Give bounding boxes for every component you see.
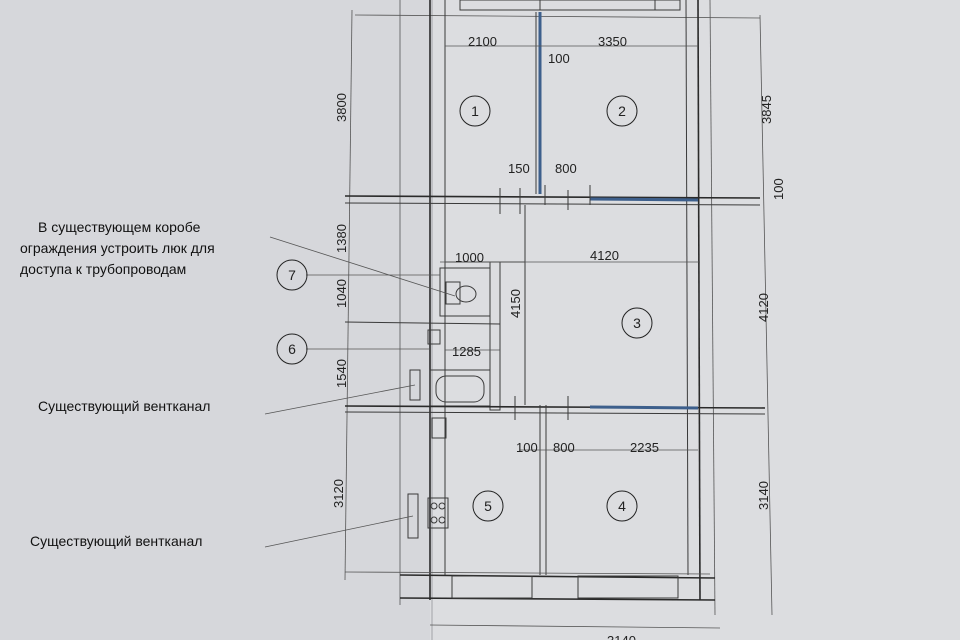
- note-hatch-line-3: доступа к трубопроводам: [20, 261, 186, 277]
- dim-left-6: 1540: [334, 359, 349, 388]
- dim-bath-height: 4150: [508, 289, 523, 318]
- burner-2: [438, 502, 446, 510]
- wall-horizontal-1: [344, 195, 761, 199]
- dim-left-5: 3120: [331, 479, 346, 508]
- window-top: [459, 0, 681, 11]
- leader-vent1: [264, 384, 416, 415]
- room-marker-5: 5: [472, 490, 504, 522]
- dim-partition-top: 100: [548, 51, 570, 66]
- room-marker-3: 3: [621, 307, 653, 339]
- ext-line-right: [759, 14, 773, 616]
- dim-right-4: 3140: [756, 481, 771, 510]
- vent-shaft-kitchen: [407, 493, 419, 539]
- dim-right-3: 4120: [756, 293, 771, 322]
- toilet-bowl: [455, 285, 477, 303]
- dim-left-2: 1380: [334, 224, 349, 253]
- dim-bath-width: 1000: [455, 250, 484, 265]
- room-number-5: 5: [484, 498, 492, 514]
- window-room4: [577, 575, 679, 599]
- note-hatch: В существующем коробе ограждения устроит…: [20, 219, 219, 277]
- note-vent-2: Существующий вентканал: [30, 533, 202, 549]
- window-kitchen: [451, 575, 533, 599]
- note-hatch-line-1: В существующем коробе: [38, 219, 201, 235]
- vent-shaft-bath: [409, 369, 421, 401]
- room-marker-1: 1: [459, 95, 491, 127]
- ext-line-bottom: [344, 571, 711, 575]
- burner-4: [438, 516, 446, 524]
- dim-left-1: 3800: [334, 93, 349, 122]
- sink-6: [427, 329, 441, 345]
- burner-1: [430, 502, 438, 510]
- burner-3: [430, 516, 438, 524]
- dim-left-7: 1040: [334, 279, 349, 308]
- dim-right-offset: 100: [771, 178, 786, 200]
- dim-door-a-wall: 150: [508, 161, 530, 176]
- room-number-3: 3: [633, 315, 641, 331]
- dim-room4-width: 2235: [630, 440, 659, 455]
- room-number-2: 2: [618, 103, 626, 119]
- wall-right-inner: [685, 0, 689, 576]
- kitchen-sink: [431, 417, 447, 439]
- wall-horizontal-2b: [344, 411, 766, 415]
- dim-room3-width: 4120: [590, 248, 619, 263]
- dim-top-left: 2100: [468, 34, 497, 49]
- wall-6-7: [344, 321, 501, 325]
- dim-line-bottom: [429, 624, 721, 629]
- partition-room2-bottom: [589, 197, 699, 202]
- room-number-4: 4: [618, 498, 626, 514]
- leader-hatch: [269, 236, 456, 297]
- paper-right-half: [430, 0, 960, 640]
- ext-line-top: [354, 14, 761, 19]
- wall-right-outer: [697, 0, 701, 601]
- dim-door-b-wall: 100: [516, 440, 538, 455]
- room-marker-7: 7: [276, 259, 308, 291]
- partition-room4-top: [589, 405, 699, 410]
- room-number-6: 6: [288, 341, 296, 357]
- room-marker-4: 4: [606, 490, 638, 522]
- ext-line-right-2: [709, 0, 716, 616]
- room-marker-2: 2: [606, 95, 638, 127]
- note-hatch-line-2: ограждения устроить люк для: [20, 240, 215, 256]
- bathtub-inner: [435, 375, 485, 403]
- dim-door-b-width: 800: [553, 440, 575, 455]
- stove: [427, 497, 449, 529]
- note-vent-1: Существующий вентканал: [38, 398, 210, 414]
- dim-toilet-width: 1285: [452, 344, 481, 359]
- leader-vent2: [264, 515, 414, 548]
- dim-door-a-width: 800: [555, 161, 577, 176]
- room-marker-6: 6: [276, 333, 308, 365]
- dim-top-right: 3350: [598, 34, 627, 49]
- room-number-1: 1: [471, 103, 479, 119]
- dim-right-1: 3845: [759, 95, 774, 124]
- dim-bottom: 3140: [607, 633, 636, 640]
- wall-horizontal-1b: [344, 202, 761, 206]
- ext-line-left: [344, 9, 353, 581]
- room-number-7: 7: [288, 267, 296, 283]
